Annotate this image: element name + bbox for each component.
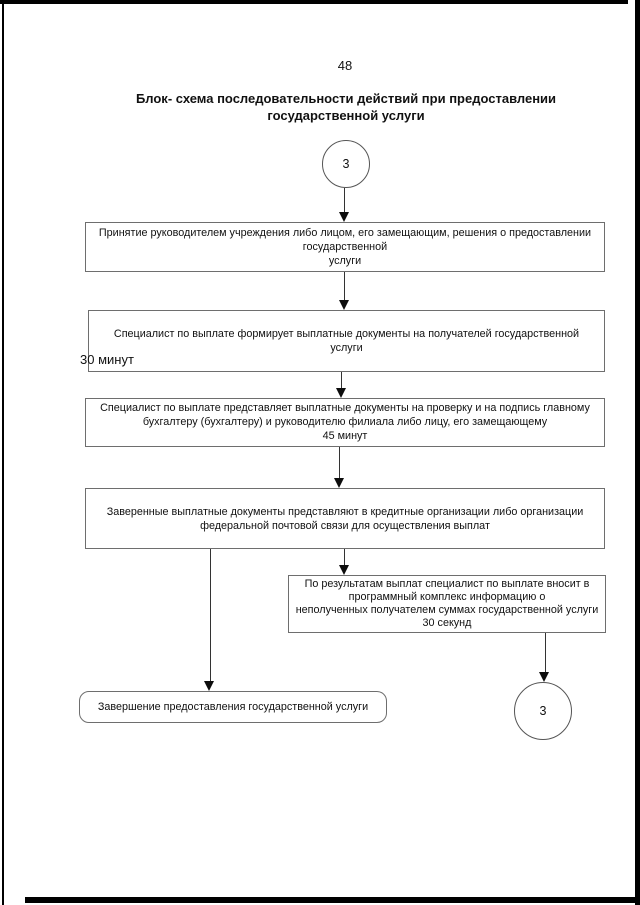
arrow-down-icon xyxy=(339,212,349,222)
page-title-line-1: Блок- схема последовательности действий … xyxy=(135,91,557,106)
page-title-line-2: государственной услуги xyxy=(267,108,425,123)
flow-line-step5-to-end xyxy=(544,633,546,673)
arrow-down-icon xyxy=(339,565,349,575)
arrow-down-icon xyxy=(339,300,349,310)
flow-line-start-to-step1 xyxy=(344,188,346,213)
flow-step-3-line-1: Специалист по выплате представляет выпла… xyxy=(100,402,590,414)
flow-step-4-line-2: федеральной почтовой связи для осуществл… xyxy=(200,519,490,532)
flow-step-4-box: Заверенные выплатные документы представл… xyxy=(85,488,605,549)
connector-end-label: 3 xyxy=(539,704,547,718)
page-title: Блок- схема последовательности действий … xyxy=(85,90,607,124)
flow-step-3-line-2: бухгалтеру (бухгалтеру) и руководителю ф… xyxy=(142,416,548,428)
connector-start-circle: 3 xyxy=(322,140,370,188)
flow-step-5-line-3: неполученных получателем суммах государс… xyxy=(295,604,599,616)
scan-edge-bottom xyxy=(25,897,640,903)
scan-edge-left xyxy=(2,0,4,905)
flow-step-5-line-1: По результатам выплат специалист по выпл… xyxy=(304,578,590,590)
flow-line-step4-to-finish xyxy=(209,549,211,682)
flow-step-3-box: Специалист по выплате представляет выпла… xyxy=(85,398,605,447)
arrow-down-icon xyxy=(539,672,549,682)
flow-line-step1-to-step2 xyxy=(344,272,346,301)
flow-finish-label: Завершение предоставления государственно… xyxy=(97,701,369,713)
flow-step-5-line-2: программный комплекс информацию о xyxy=(348,591,546,603)
flow-step-1-box: Принятие руководителем учреждения либо л… xyxy=(85,222,605,272)
scan-edge-right xyxy=(635,0,640,905)
flow-step-2-line-1: Специалист по выплате формирует выплатны… xyxy=(113,328,580,340)
flow-step-5-box: По результатам выплат специалист по выпл… xyxy=(288,575,606,633)
flow-line-step3-to-step4 xyxy=(339,447,341,479)
flow-step-4-line-1: Заверенные выплатные документы представл… xyxy=(106,505,584,518)
flow-step-2-box: Специалист по выплате формирует выплатны… xyxy=(88,310,605,372)
arrow-down-icon xyxy=(334,478,344,488)
connector-start-label: 3 xyxy=(342,157,350,171)
scan-edge-top xyxy=(0,0,628,4)
step-2-duration-label: 30 минут xyxy=(80,352,134,367)
flow-line-step2-to-step3 xyxy=(341,372,343,389)
flow-finish-box: Завершение предоставления государственно… xyxy=(79,691,387,723)
flow-step-2-line-2: услуги xyxy=(330,342,363,354)
page-number: 48 xyxy=(337,58,353,73)
flow-step-3-line-3: 45 минут xyxy=(322,430,368,442)
arrow-down-icon xyxy=(336,388,346,398)
flow-step-1-line-2: государственной xyxy=(302,241,388,253)
flow-step-1-line-3: услуги xyxy=(328,255,362,267)
flow-step-1-line-1: Принятие руководителем учреждения либо л… xyxy=(98,227,592,239)
arrow-down-icon xyxy=(204,681,214,691)
connector-end-circle: 3 xyxy=(514,682,572,740)
flow-line-step4-to-step5 xyxy=(344,549,346,566)
flow-step-5-line-4: 30 секунд xyxy=(422,617,472,629)
